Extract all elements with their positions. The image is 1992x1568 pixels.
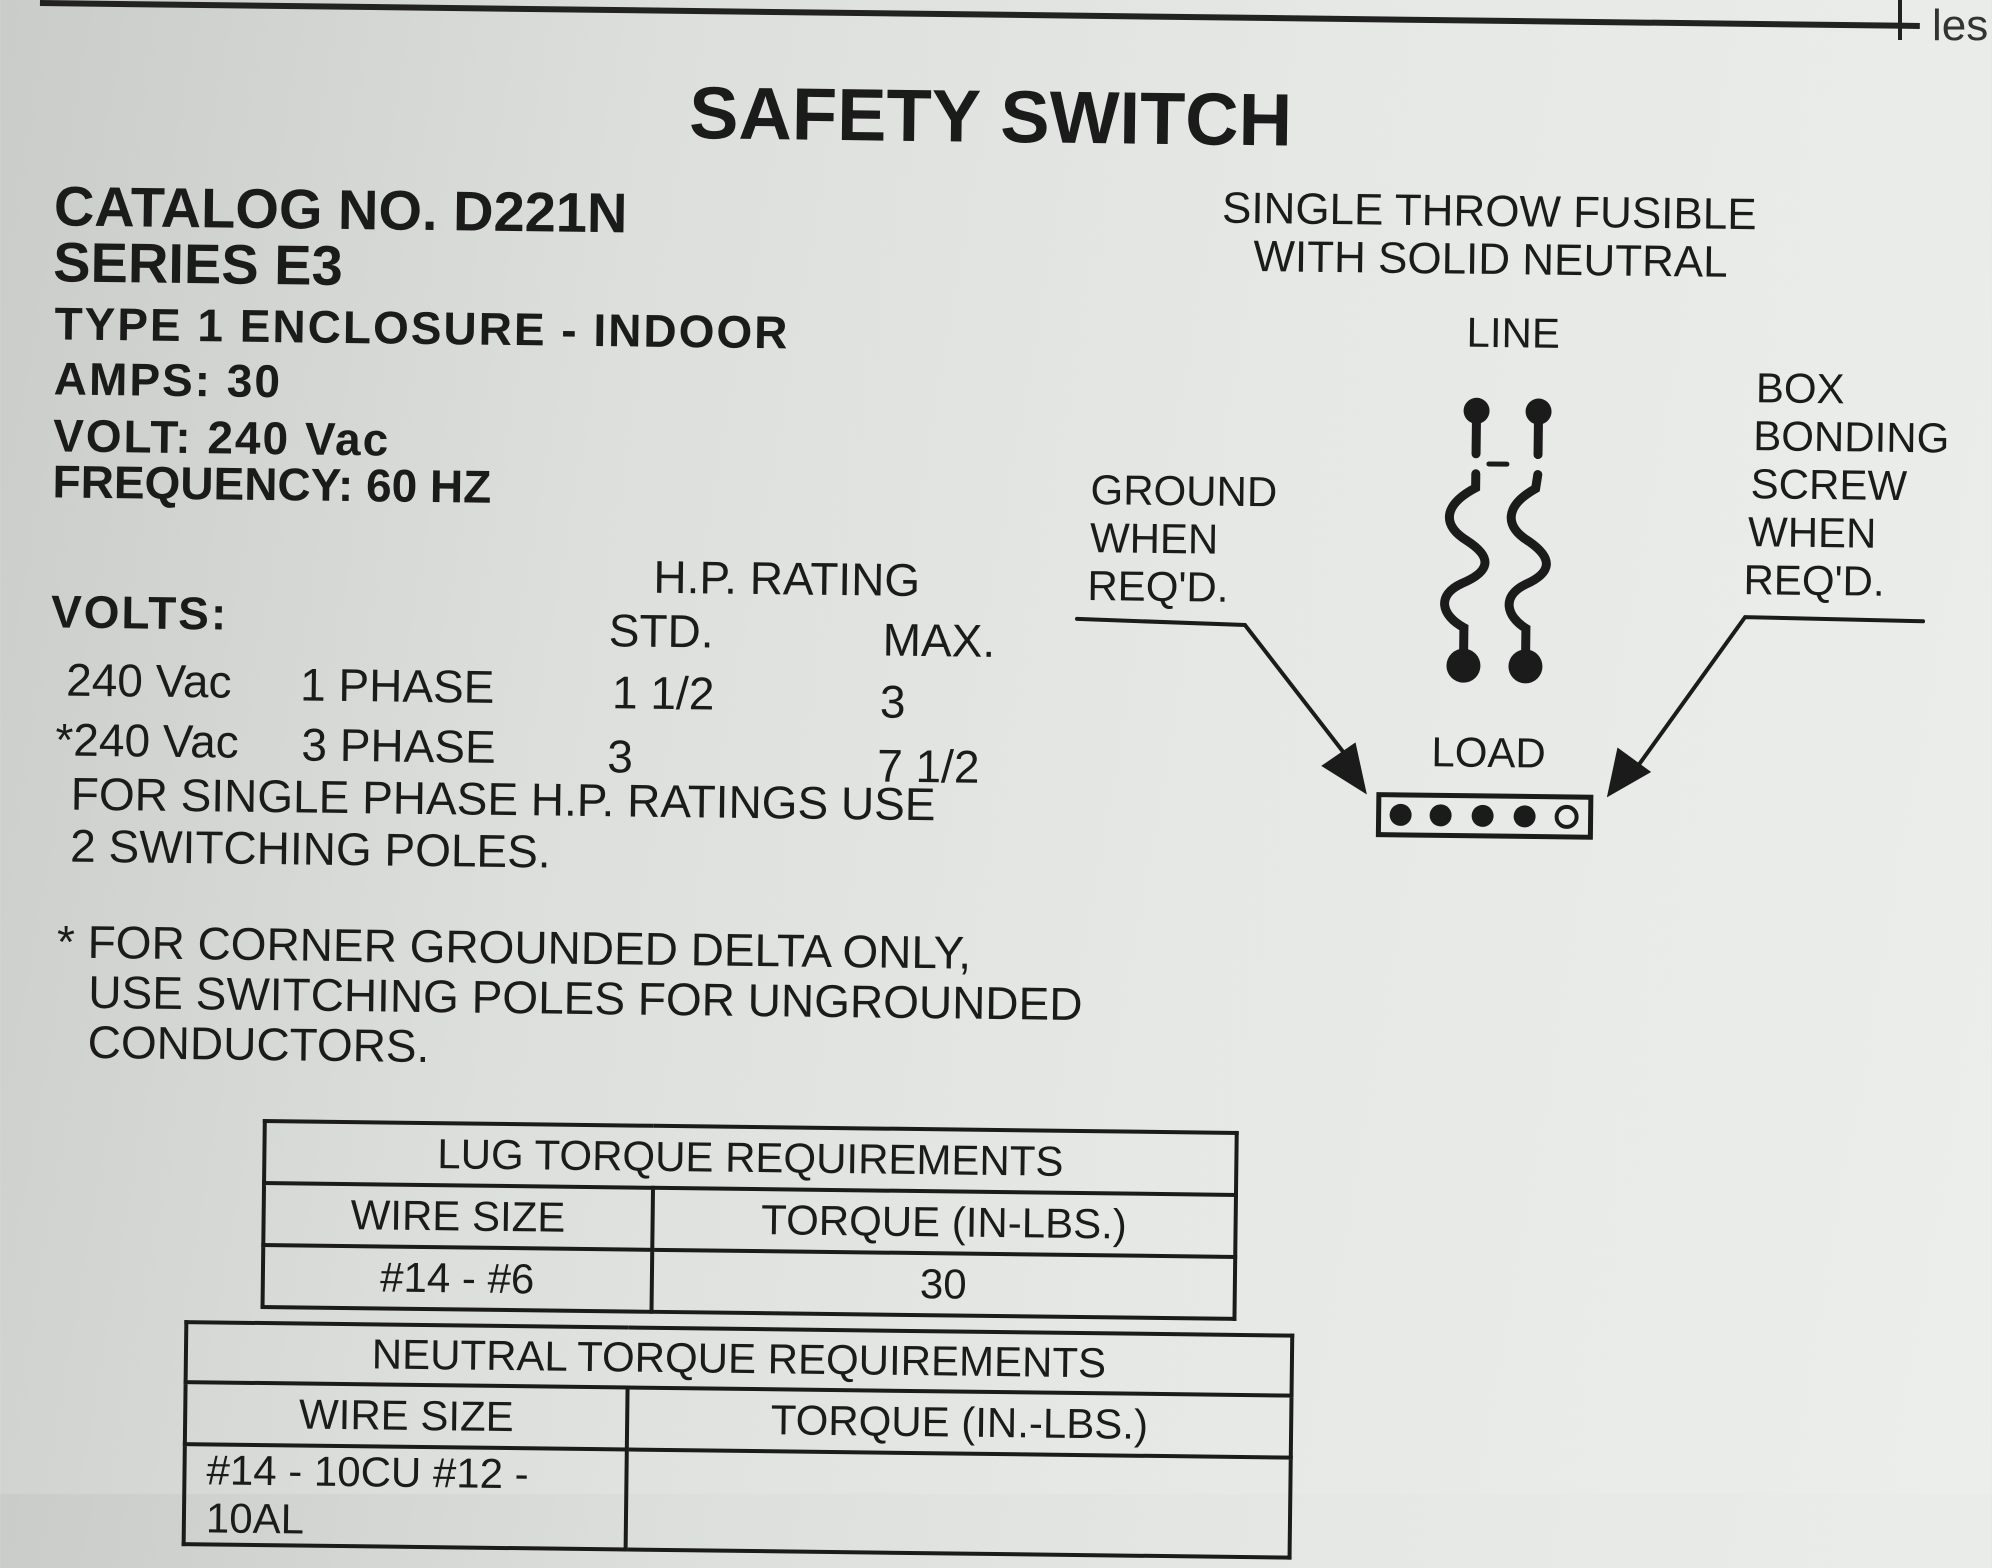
lug-wire-size-header: WIRE SIZE	[263, 1183, 653, 1250]
neutral-terminal	[1429, 804, 1451, 826]
safety-switch-label: SAFETY SWITCH CATALOG NO. D221N SERIES E…	[0, 0, 1992, 1506]
hp-max-heading: MAX.	[882, 617, 995, 664]
volts-label: VOLTS:	[51, 588, 229, 636]
hp-row-phase: 1 PHASE	[300, 661, 495, 709]
neutral-torque-value	[626, 1450, 1291, 1558]
left-load-terminal	[1446, 648, 1480, 682]
lug-torque-value: 30	[651, 1250, 1235, 1319]
neutral-wire-size-value: #14 - 10CU #12 - 10AL	[184, 1444, 628, 1549]
hp-note-line-2: 2 SWITCHING POLES.	[70, 823, 551, 875]
neutral-terminal	[1471, 805, 1493, 827]
neutral-torque-table: NEUTRAL TORQUE REQUIREMENTS WIRE SIZE TO…	[182, 1320, 1295, 1560]
bonding-arrow-line	[1635, 616, 1923, 773]
hp-row-phase: 3 PHASE	[301, 721, 496, 769]
neutral-torque-header: TORQUE (IN.-LBS.)	[627, 1388, 1291, 1458]
ground-arrowhead	[1321, 742, 1368, 795]
neutral-terminal	[1389, 804, 1411, 826]
right-load-terminal	[1508, 649, 1542, 683]
lug-torque-header: TORQUE (IN-LBS.)	[652, 1188, 1236, 1257]
footnote-line-3: CONDUCTORS.	[87, 1019, 429, 1069]
hp-row-std: 3	[607, 733, 633, 779]
hp-row-volts: 240 Vac	[66, 657, 232, 705]
hp-row-max: 3	[880, 679, 906, 725]
right-pole	[1508, 414, 1548, 666]
hp-std-heading: STD.	[609, 607, 714, 654]
neutral-terminal-open	[1556, 807, 1576, 827]
lug-wire-size-value: #14 - #6	[263, 1245, 653, 1312]
left-line-terminal	[1463, 398, 1489, 424]
left-pole	[1444, 413, 1487, 665]
ground-arrow-line	[1075, 619, 1353, 762]
neutral-terminal	[1513, 805, 1535, 827]
right-line-terminal	[1525, 398, 1551, 424]
hp-note-line-1: FOR SINGLE PHASE H.P. RATINGS USE	[71, 771, 936, 828]
hp-row-volts: *240 Vac	[55, 716, 239, 764]
lug-torque-table: LUG TORQUE REQUIREMENTS WIRE SIZE TORQUE…	[261, 1119, 1239, 1321]
neutral-wire-size-header: WIRE SIZE	[185, 1382, 628, 1449]
hp-rating-heading: H.P. RATING	[653, 554, 920, 603]
hp-row-std: 1 1/2	[612, 669, 715, 716]
